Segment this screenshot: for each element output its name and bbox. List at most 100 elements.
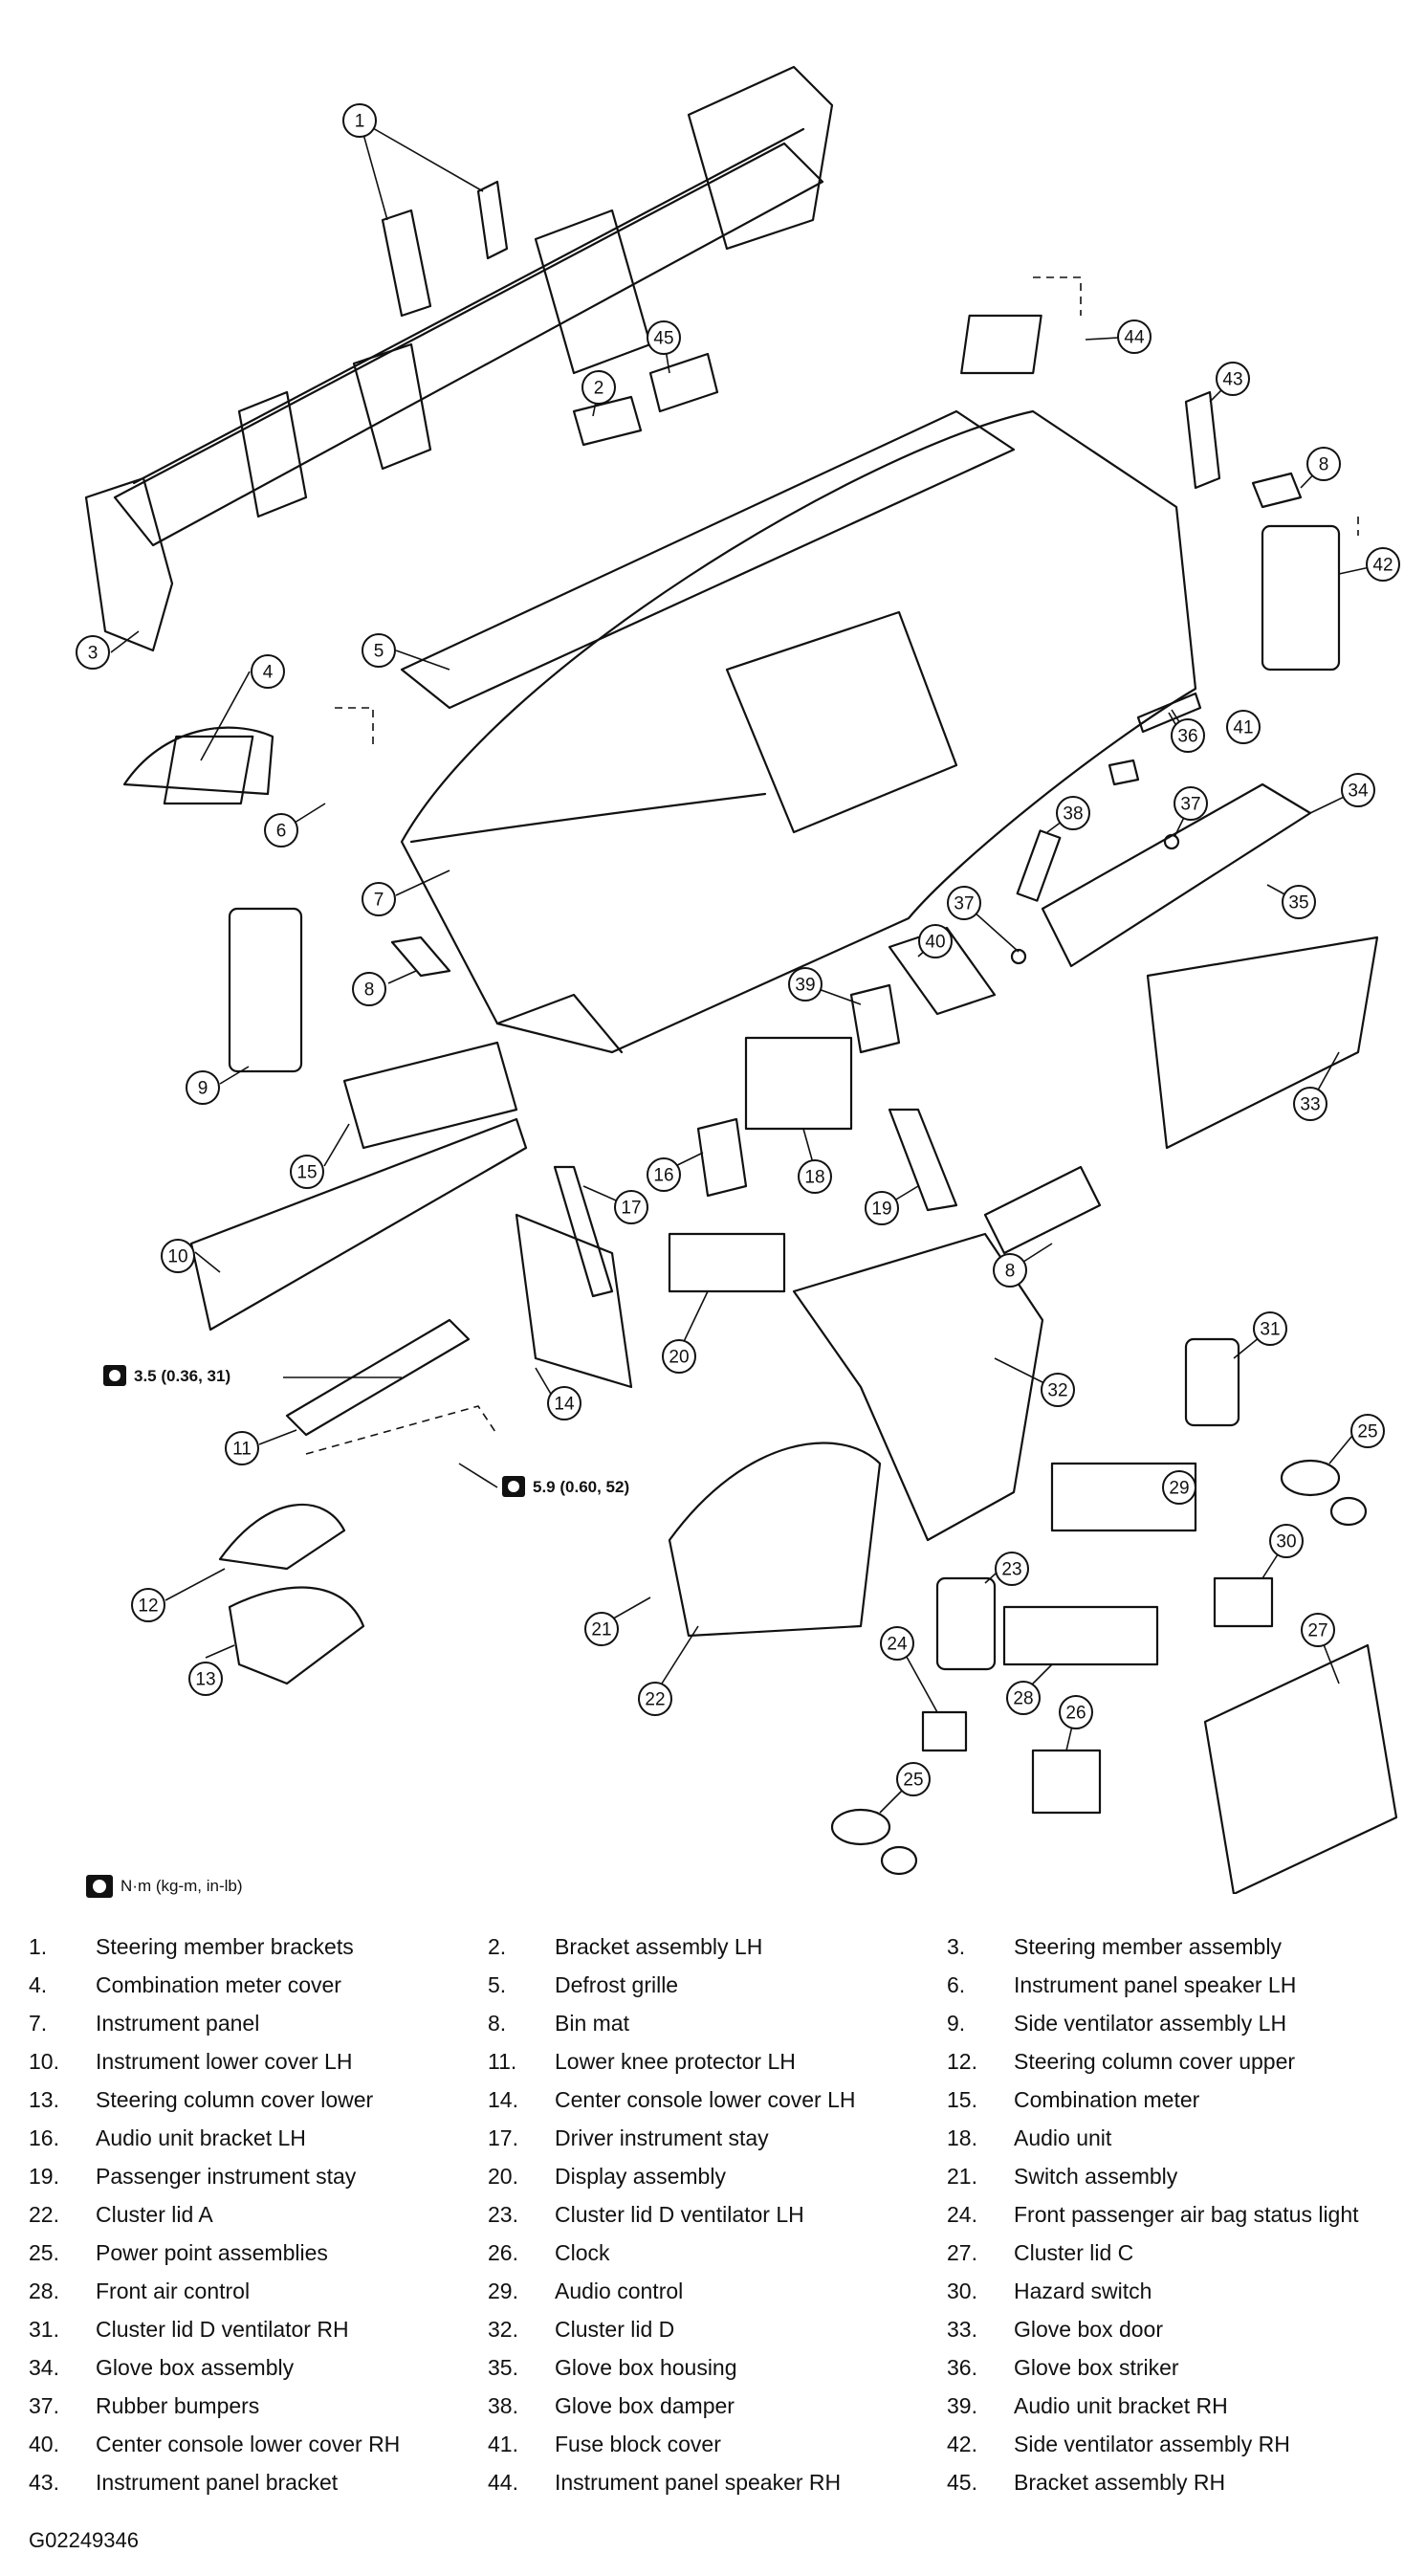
legend-item-number: 12. — [947, 2048, 977, 2074]
instrument-panel-bracket — [1184, 390, 1221, 490]
legend-item-label: Audio unit bracket LH — [96, 2125, 306, 2150]
bin-mat — [983, 1165, 1102, 1255]
callout-38: 38 — [1056, 796, 1090, 830]
callout-14: 14 — [547, 1386, 581, 1420]
legend-item-number: 25. — [29, 2239, 59, 2265]
side-ventilator-assembly-rh — [1261, 524, 1341, 672]
legend-item-label: Combination meter — [1014, 2086, 1200, 2112]
center-console-lower-cover-lh — [515, 1213, 633, 1389]
legend-item-number: 17. — [488, 2125, 518, 2150]
legend-item: 4.Combination meter cover — [29, 1972, 488, 1998]
glove-box-striker — [1108, 759, 1140, 786]
audio-unit-bracket-rh — [849, 983, 901, 1054]
combination-meter-cover — [122, 726, 274, 796]
legend-item-label: Front passenger air bag status light — [1014, 2201, 1359, 2227]
legend-item-number: 30. — [947, 2278, 977, 2303]
figure-id: G02249346 — [29, 2528, 139, 2552]
legend-item: 7.Instrument panel — [29, 2011, 488, 2037]
callout-number: 15 — [296, 1163, 317, 1183]
callout-number: 18 — [804, 1168, 824, 1188]
callout-number: 36 — [1177, 727, 1197, 747]
legend-item: 11.Lower knee protector LH — [488, 2049, 947, 2075]
callout-20: 20 — [662, 1339, 696, 1374]
callout-28: 28 — [1006, 1681, 1041, 1715]
callout-number: 19 — [871, 1200, 891, 1220]
callout-24: 24 — [880, 1626, 914, 1661]
legend-item-label: Steering column cover upper — [1014, 2048, 1296, 2074]
callout-19: 19 — [865, 1191, 899, 1225]
callout-26: 26 — [1059, 1695, 1093, 1729]
svg-text:5.9 (0.60, 52): 5.9 (0.60, 52) — [533, 1478, 629, 1496]
callout-number: 13 — [195, 1670, 215, 1690]
legend-item-number: 28. — [29, 2278, 59, 2303]
callout-number: 21 — [591, 1620, 611, 1640]
callout-number: 16 — [653, 1166, 673, 1186]
callout-25: 25 — [896, 1762, 931, 1796]
legend-item-number: 26. — [488, 2239, 518, 2265]
callout-number: 8 — [1319, 455, 1329, 475]
callout-15: 15 — [290, 1155, 324, 1189]
units-note: N·m (kg-m, in-lb) — [86, 1875, 243, 1898]
callout-number: 30 — [1276, 1532, 1296, 1552]
callout-number: 45 — [653, 329, 673, 349]
legend-item-number: 40. — [29, 2431, 59, 2456]
legend-item-label: Power point assemblies — [96, 2239, 328, 2265]
callout-6: 6 — [264, 813, 298, 848]
legend-item-number: 4. — [29, 1971, 48, 1997]
callout-39: 39 — [788, 967, 823, 1002]
legend-item-label: Glove box door — [1014, 2316, 1163, 2342]
legend-item: 37.Rubber bumpers — [29, 2393, 488, 2419]
glove-box-door — [1146, 936, 1379, 1150]
legend-item-label: Instrument panel — [96, 2010, 260, 2036]
legend-item-label: Glove box damper — [555, 2392, 735, 2418]
glove-box-damper — [1016, 829, 1062, 902]
legend-item-number: 35. — [488, 2354, 518, 2380]
callout-34: 34 — [1341, 773, 1375, 807]
legend-item: 12. Steering column cover upper — [947, 2049, 1406, 2075]
callout-number: 8 — [1005, 1262, 1016, 1282]
legend-item-number: 14. — [488, 2086, 518, 2112]
callout-8: 8 — [352, 972, 386, 1006]
legend-item-number: 23. — [488, 2201, 518, 2227]
legend-item-label: Rubber bumpers — [96, 2392, 260, 2418]
legend-item-label: Driver instrument stay — [555, 2125, 769, 2150]
callout-number: 28 — [1013, 1689, 1033, 1709]
instrument-lower-cover-lh — [189, 1117, 528, 1332]
legend-item: 24.Front passenger air bag status light — [947, 2202, 1406, 2228]
legend-item-number: 22. — [29, 2201, 59, 2227]
legend-item-number: 5. — [488, 1971, 507, 1997]
legend-item-number: 6. — [947, 1971, 966, 1997]
legend-item: 23.Cluster lid D ventilator LH — [488, 2202, 947, 2228]
cluster-lid-d — [792, 1232, 1044, 1542]
legend-item-number: 10. — [29, 2048, 59, 2074]
steering-column-cover-upper — [218, 1503, 346, 1571]
legend-item-number: 13. — [29, 2086, 59, 2112]
callout-9: 9 — [186, 1070, 220, 1105]
callout-number: 27 — [1307, 1621, 1327, 1641]
legend-item-label: Display assembly — [555, 2163, 726, 2189]
audio-unit — [744, 1036, 853, 1131]
legend-item-number: 11. — [488, 2048, 517, 2074]
callout-number: 20 — [669, 1348, 689, 1368]
callout-number: 34 — [1348, 782, 1369, 802]
legend-item-label: Audio control — [555, 2278, 684, 2303]
callout-number: 14 — [554, 1395, 575, 1415]
legend-item-number: 36. — [947, 2354, 977, 2380]
legend-item-label: Center console lower cover RH — [96, 2431, 401, 2456]
callout-37: 37 — [1174, 786, 1208, 821]
rubber-bumpers — [1010, 948, 1027, 965]
passenger-instrument-stay — [888, 1108, 958, 1212]
legend-item-label: Steering member assembly — [1014, 1933, 1282, 1959]
legend-item-label: Fuse block cover — [555, 2431, 721, 2456]
callout-number: 7 — [374, 891, 384, 911]
